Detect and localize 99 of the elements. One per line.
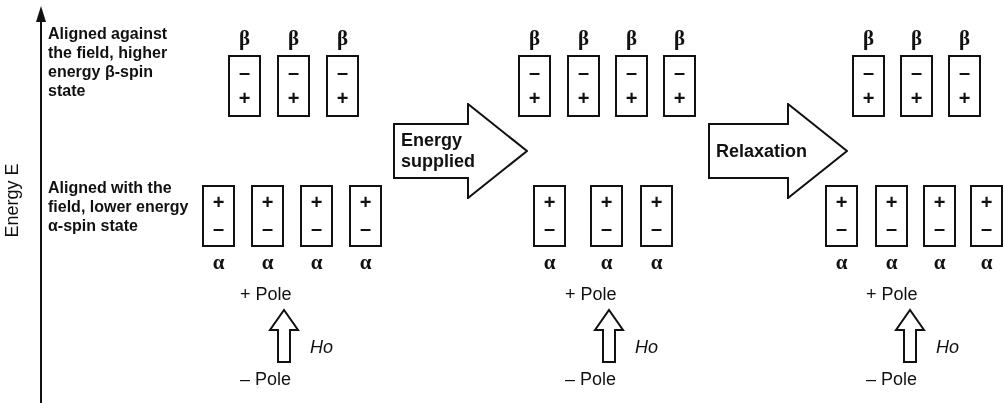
charge-sign: – [287,61,300,83]
spin-label: β [861,27,876,49]
magnet-box [615,55,648,117]
field-label: Ho [310,337,333,358]
spin-label: α [649,251,664,273]
charge-sign: – [835,217,848,239]
charge-sign: + [600,191,613,213]
spin-label: β [672,27,687,49]
charge-sign: + [625,87,638,109]
spin-label: α [884,251,899,273]
magnet-box [590,185,623,247]
magnet-box [567,55,600,117]
pole-label: + Pole [866,284,918,305]
field-label: Ho [936,337,959,358]
charge-sign: – [958,61,971,83]
spin-label: α [211,251,226,273]
spin-label: α [542,251,557,273]
magnet-box [251,185,284,247]
charge-sign: + [650,191,663,213]
charge-sign: – [261,217,274,239]
magnet-box [825,185,858,247]
charge-sign: – [862,61,875,83]
charge-sign: + [885,191,898,213]
spin-label: β [237,27,252,49]
charge-sign: – [212,217,225,239]
charge-sign: + [862,87,875,109]
state-description: Aligned against the field, higher energy β-spin state [48,24,169,100]
spin-label: β [576,27,591,49]
magnet-box [663,55,696,117]
charge-sign: + [673,87,686,109]
magnet-box [948,55,981,117]
charge-sign: + [336,87,349,109]
charge-sign: + [528,87,541,109]
charge-sign: + [958,87,971,109]
pole-label: – Pole [565,369,617,390]
magnet-box [970,185,1003,247]
charge-sign: – [543,217,556,239]
spin-label: β [286,27,301,49]
charge-sign: – [577,61,590,83]
charge-sign: – [359,217,372,239]
charge-sign: + [933,191,946,213]
magnet-box [326,55,359,117]
charge-sign: + [359,191,372,213]
spin-label: β [909,27,924,49]
pole-label: + Pole [240,284,292,305]
charge-sign: – [885,217,898,239]
pole-label: – Pole [866,369,918,390]
arrow-label: Relaxation [716,139,809,163]
magnet-box [228,55,261,117]
axis-label: Energy E [1,163,23,238]
spin-label: α [260,251,275,273]
charge-sign: + [238,87,251,109]
charge-sign: – [600,217,613,239]
charge-sign: – [238,61,251,83]
spin-label: β [957,27,972,49]
block-arrow [393,103,528,199]
magnet-box [533,185,566,247]
charge-sign: + [310,191,323,213]
magnet-box [277,55,310,117]
field-label: Ho [635,337,658,358]
charge-sign: – [625,61,638,83]
magnet-box [300,185,333,247]
magnet-box [923,185,956,247]
spin-label: α [599,251,614,273]
charge-sign: – [910,61,923,83]
spin-label: α [309,251,324,273]
charge-sign: + [835,191,848,213]
pole-label: + Pole [565,284,617,305]
spin-label: β [624,27,639,49]
magnet-box [640,185,673,247]
charge-sign: – [980,217,993,239]
magnet-box [900,55,933,117]
spin-label: β [335,27,350,49]
spin-label: α [834,251,849,273]
charge-sign: + [287,87,300,109]
state-description: Aligned with the field, lower energy α-spin state [48,178,190,235]
magnet-box [349,185,382,247]
charge-sign: – [933,217,946,239]
pole-label: – Pole [240,369,292,390]
spin-label: α [979,251,994,273]
magnet-box [852,55,885,117]
charge-sign: + [980,191,993,213]
spin-label: β [527,27,542,49]
charge-sign: + [543,191,556,213]
charge-sign: – [673,61,686,83]
arrow-label: Energy supplied [401,129,476,173]
charge-sign: – [650,217,663,239]
charge-sign: + [577,87,590,109]
charge-sign: – [336,61,349,83]
spin-label: α [932,251,947,273]
charge-sign: – [310,217,323,239]
charge-sign: + [212,191,225,213]
spin-label: α [358,251,373,273]
charge-sign: – [528,61,541,83]
magnet-box [202,185,235,247]
charge-sign: + [910,87,923,109]
magnet-box [875,185,908,247]
magnet-box [518,55,551,117]
charge-sign: + [261,191,274,213]
